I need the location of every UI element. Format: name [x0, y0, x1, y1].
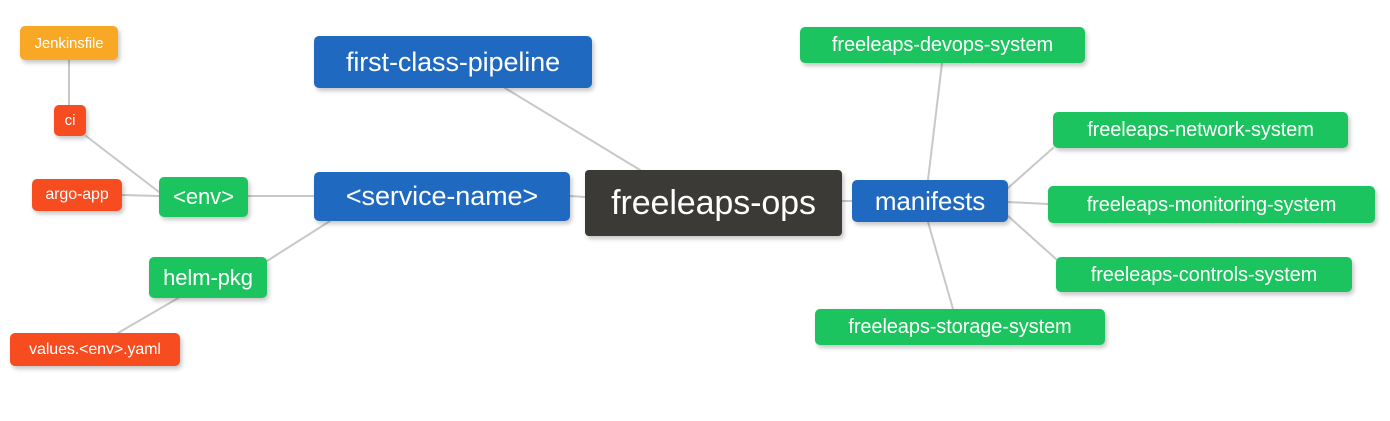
node-service-name[interactable]: <service-name> — [314, 172, 570, 221]
node-network-system[interactable]: freeleaps-network-system — [1053, 112, 1348, 148]
node-storage-system[interactable]: freeleaps-storage-system — [815, 309, 1105, 345]
node-jenkinsfile[interactable]: Jenkinsfile — [20, 26, 118, 60]
edge-first-class-pipeline-to-freeleaps-ops — [504, 87, 641, 171]
node-helm-pkg[interactable]: helm-pkg — [149, 257, 267, 298]
edge-manifests-to-monitoring-system — [1007, 201, 1049, 205]
edge-manifests-to-devops-system — [927, 62, 943, 181]
node-env[interactable]: <env> — [159, 177, 248, 217]
node-argo-app[interactable]: argo-app — [32, 179, 122, 211]
node-ci[interactable]: ci — [54, 105, 86, 136]
node-monitoring-system[interactable]: freeleaps-monitoring-system — [1048, 186, 1375, 223]
edge-argo-app-to-env — [121, 194, 160, 197]
edge-service-name-to-freeleaps-ops — [569, 195, 586, 198]
edge-helm-pkg-to-service-name — [266, 220, 331, 262]
node-controls-system[interactable]: freeleaps-controls-system — [1056, 257, 1352, 292]
node-freeleaps-ops[interactable]: freeleaps-ops — [585, 170, 842, 236]
node-first-class-pipeline[interactable]: first-class-pipeline — [314, 36, 592, 88]
edge-manifests-to-network-system — [1007, 147, 1054, 189]
node-devops-system[interactable]: freeleaps-devops-system — [800, 27, 1085, 63]
node-manifests[interactable]: manifests — [852, 180, 1008, 222]
node-values-yaml[interactable]: values.<env>.yaml — [10, 333, 180, 366]
edge-manifests-to-controls-system — [1007, 215, 1057, 260]
edge-manifests-to-storage-system — [927, 221, 954, 310]
edge-values-yaml-to-helm-pkg — [117, 296, 181, 334]
